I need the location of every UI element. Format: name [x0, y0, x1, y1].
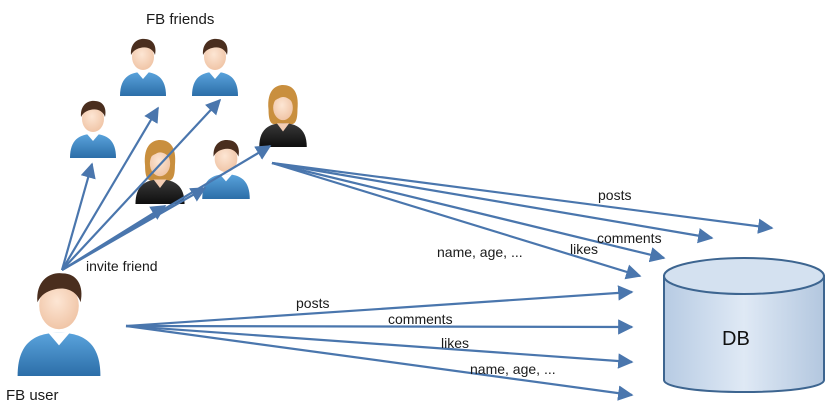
invite-friend-label: invite friend — [86, 258, 158, 274]
male-person-icon — [70, 100, 116, 158]
male-person-icon — [202, 139, 250, 199]
database-icon — [663, 257, 825, 393]
user-name-age-label: name, age, ... — [470, 361, 556, 377]
user-posts-label: posts — [296, 295, 330, 311]
user-likes-label: likes — [441, 335, 470, 351]
friend-posts-label: posts — [598, 187, 632, 203]
friend-likes-label: likes — [570, 241, 599, 257]
female-person-icon — [135, 140, 185, 204]
db-label: DB — [722, 328, 750, 350]
friend-flow-arrows — [271, 161, 774, 280]
male-person-icon — [17, 273, 101, 376]
male-person-icon — [120, 38, 166, 96]
fb-friends-label: FB friends — [146, 11, 215, 28]
user-comments-label: comments — [388, 311, 453, 327]
user-flow-arrows — [125, 285, 634, 401]
friend-comments-label: comments — [597, 230, 662, 246]
female-person-icon — [259, 85, 307, 147]
friend-name-age-label: name, age, ... — [437, 244, 523, 260]
fb-user-label: FB user — [6, 387, 59, 404]
male-person-icon — [192, 38, 238, 96]
invite-arrows — [60, 98, 272, 271]
